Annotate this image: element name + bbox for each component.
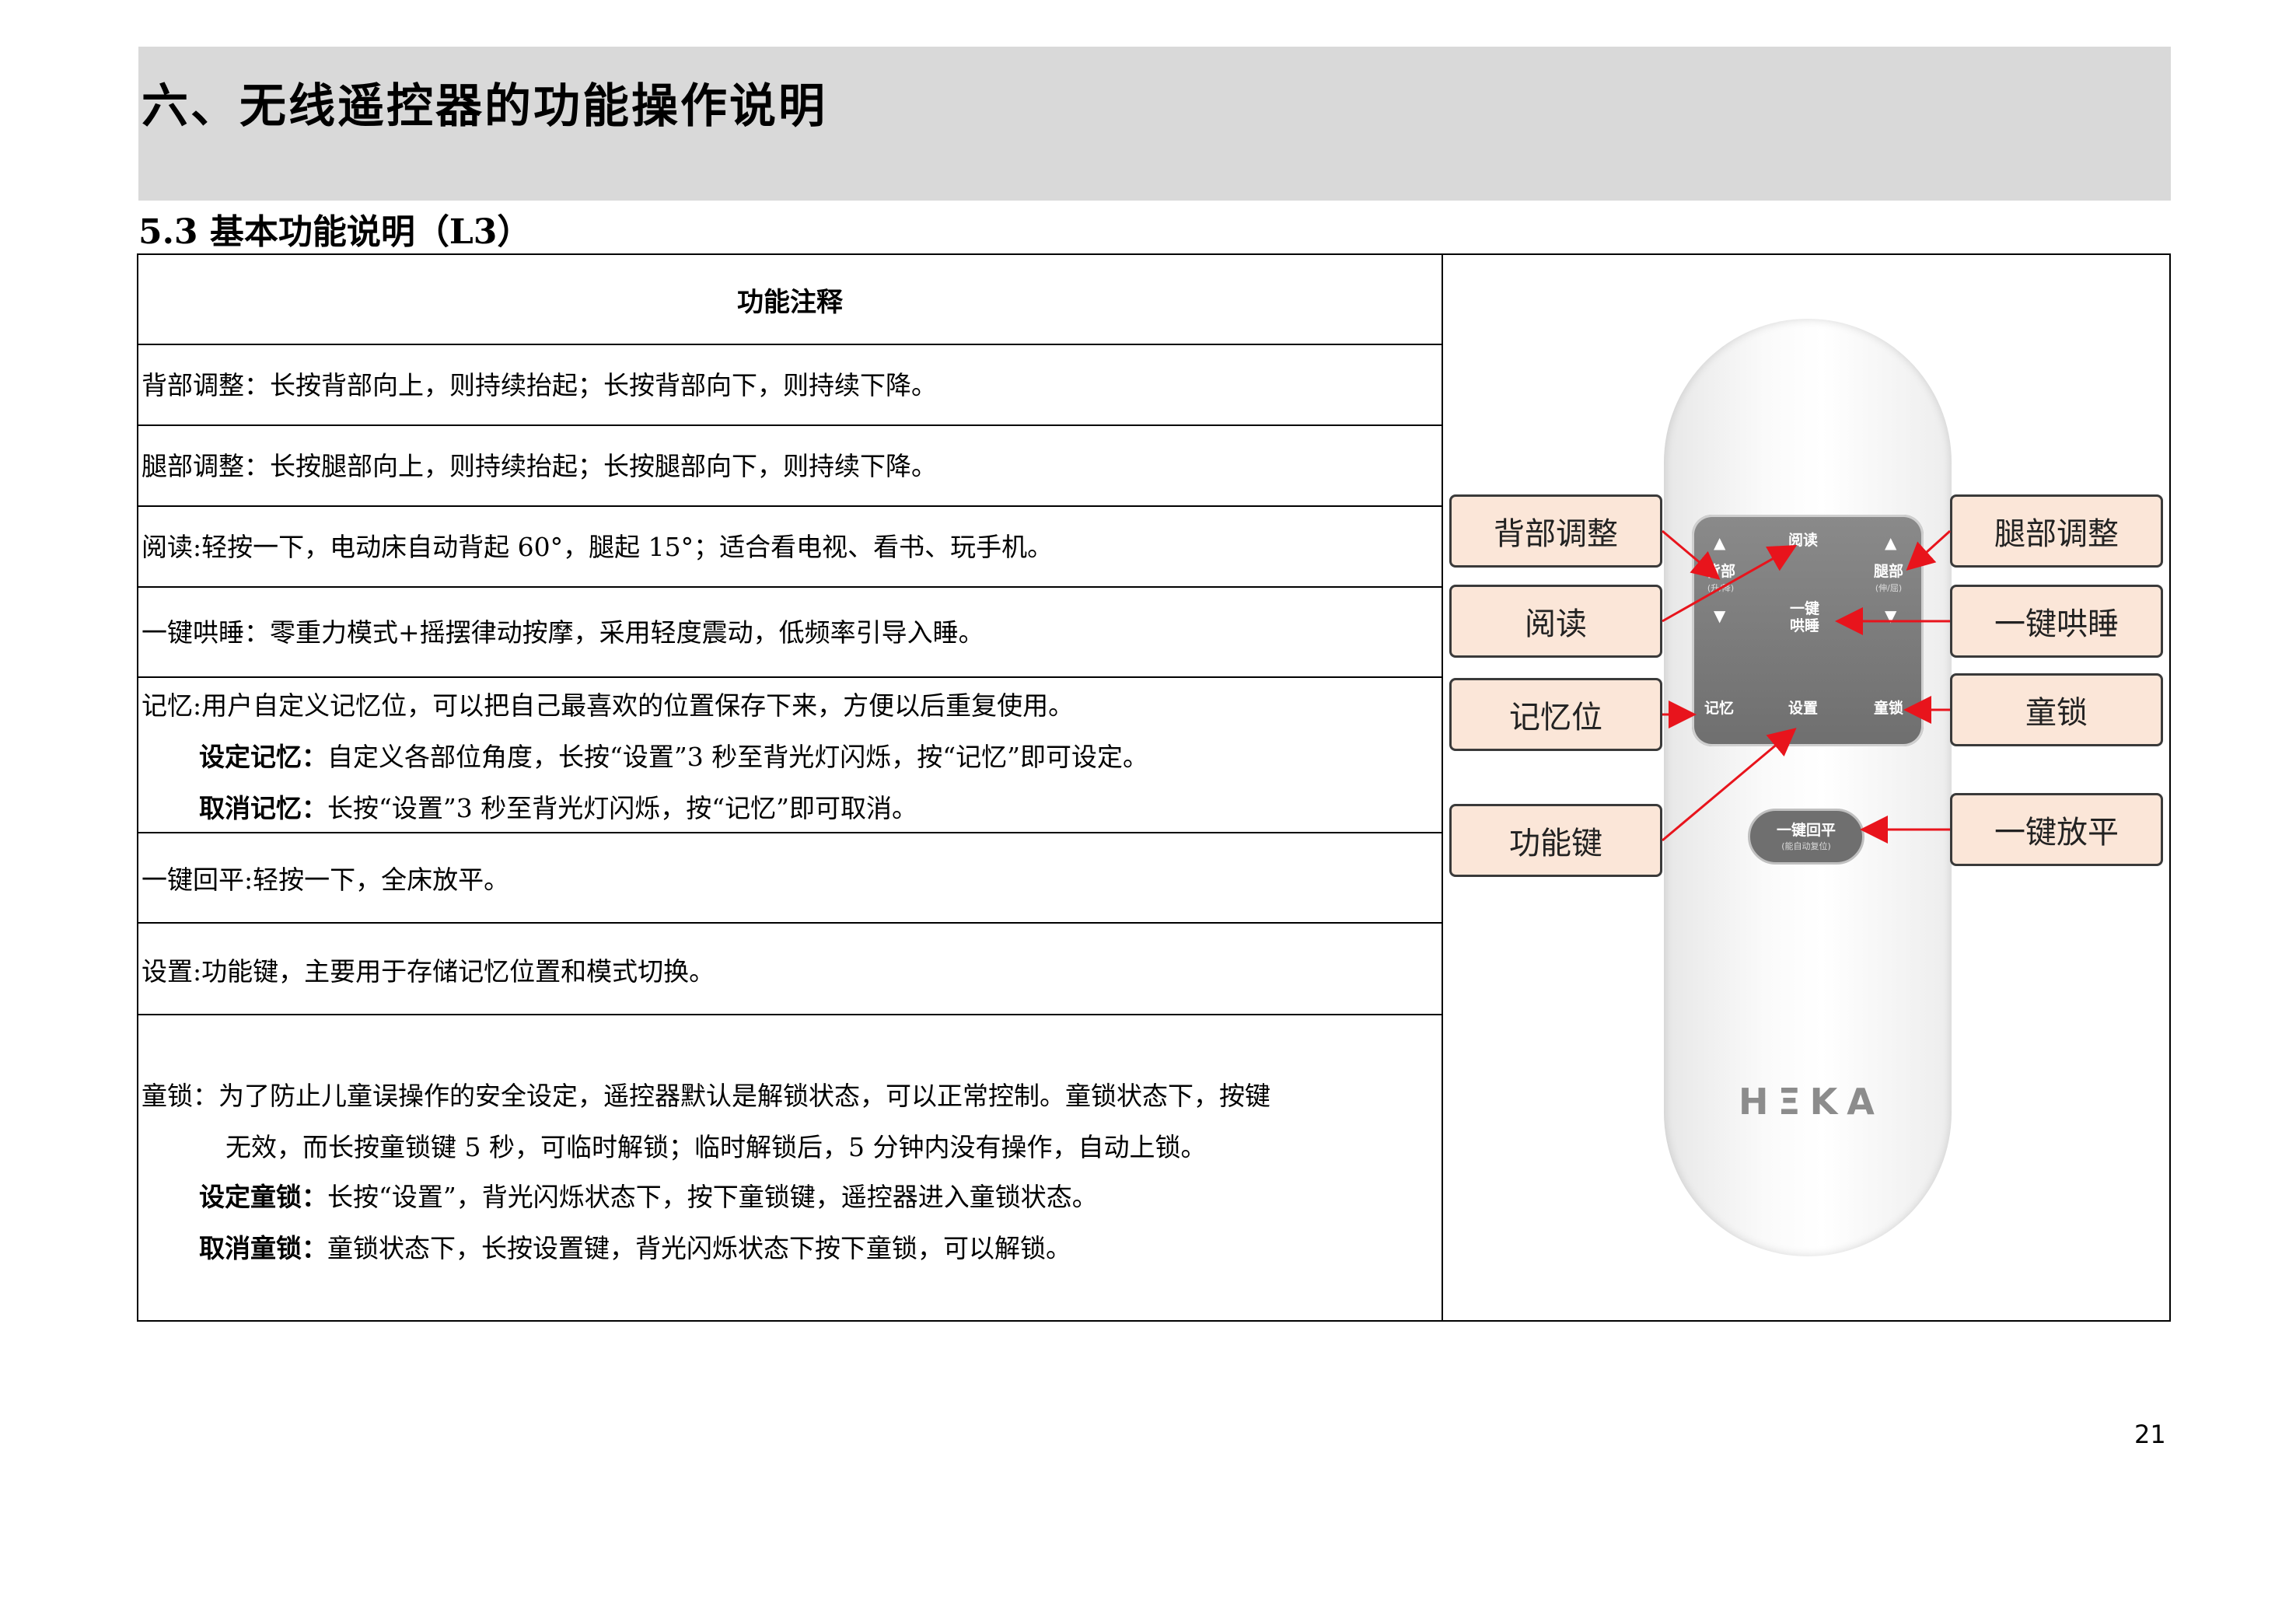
remote-sleep-line1: 一键 — [1790, 600, 1820, 617]
remote-flat-sub: (能自动复位) — [1781, 841, 1831, 851]
row-read: 阅读:轻按一下，电动床自动背起 60°，腿起 15°；适合看电视、看书、玩手机。 — [142, 532, 1054, 562]
arrow-back-adjust — [1662, 529, 1721, 580]
table-row-divider — [137, 424, 1443, 426]
table-row-divider — [137, 922, 1443, 924]
remote-leg-label: 腿部 (伸/屈) — [1874, 563, 1903, 597]
lock-cancel-label: 取消童锁： — [199, 1233, 327, 1263]
table-row-divider — [137, 676, 1443, 678]
table-row-divider — [137, 832, 1443, 833]
row-child-lock: 童锁：为了防止儿童误操作的安全设定，遥控器默认是解锁状态，可以正常控制。童锁状态… — [142, 1081, 1270, 1111]
callout-back-adjust: 背部调整 — [1449, 494, 1662, 568]
remote-control-image — [1664, 319, 1952, 1256]
lock-set-text: 长按“设置”，背光闪烁状态下，按下童锁键，遥控器进入童锁状态。 — [327, 1182, 1098, 1212]
leg-up-arrow-icon: ▲ — [1885, 533, 1897, 552]
back-up-arrow-icon: ▲ — [1714, 533, 1726, 552]
row-leg-adjust: 腿部调整：长按腿部向上，则持续抬起；长按腿部向下，则持续下降。 — [142, 451, 937, 481]
row-memory-set: 设定记忆：自定义各部位角度，长按“设置”3 秒至背光灯闪烁，按“记忆”即可设定。 — [199, 742, 1148, 773]
arrow-read — [1662, 545, 1798, 623]
back-down-arrow-icon: ▼ — [1714, 606, 1726, 625]
remote-leg-sub: (伸/屈) — [1875, 583, 1903, 593]
row-child-lock-cancel: 取消童锁：童锁状态下，长按设置键，背光闪烁状态下按下童锁，可以解锁。 — [199, 1233, 1071, 1264]
table-row-divider — [137, 586, 1443, 588]
remote-flat-button: 一键回平 (能自动复位) — [1748, 809, 1864, 865]
arrow-leg-adjust — [1906, 529, 1952, 571]
remote-settings-label: 设置 — [1788, 700, 1819, 717]
section-title: 六、无线遥控器的功能操作说明 — [142, 79, 827, 134]
callout-leg-adjust: 腿部调整 — [1950, 494, 2163, 568]
row-sleep: 一键哄睡：零重力模式+摇摆律动按摩，采用轻度震动，低频率引导入睡。 — [142, 617, 984, 648]
page-number: 21 — [2134, 1420, 2166, 1449]
row-child-lock-line2: 无效，而长按童锁键 5 秒，可临时解锁；临时解锁后，5 分钟内没有操作，自动上锁… — [225, 1132, 1207, 1162]
row-back-adjust: 背部调整：长按背部向上，则持续抬起；长按背部向下，则持续下降。 — [142, 370, 937, 400]
section-header-band — [138, 47, 2171, 201]
row-flat: 一键回平:轻按一下，全床放平。 — [142, 865, 510, 895]
memory-set-label: 设定记忆： — [199, 742, 327, 772]
row-memory: 记忆:用户自定义记忆位，可以把自己最喜欢的位置保存下来，方便以后重复使用。 — [142, 690, 1075, 721]
remote-memory-label: 记忆 — [1704, 700, 1735, 717]
table-row-divider — [137, 344, 1443, 345]
row-memory-cancel: 取消记忆：长按“设置”3 秒至背光灯闪烁，按“记忆”即可取消。 — [199, 793, 917, 824]
remote-lock-label: 童锁 — [1874, 700, 1904, 717]
remote-read-label: 阅读 — [1788, 532, 1819, 549]
table-row-divider — [137, 1014, 1443, 1015]
arrow-function-key — [1662, 728, 1797, 842]
remote-sleep-label: 一键哄睡 — [1790, 600, 1819, 634]
callout-memory: 记忆位 — [1449, 678, 1662, 751]
table-header: 功能注释 — [737, 286, 843, 318]
table-row-divider — [137, 505, 1443, 507]
function-table — [137, 253, 2171, 1322]
callout-flat: 一键放平 — [1950, 793, 2163, 866]
callout-function-key: 功能键 — [1449, 804, 1662, 877]
lock-set-label: 设定童锁： — [199, 1182, 327, 1212]
callout-child-lock: 童锁 — [1950, 673, 2163, 746]
memory-cancel-label: 取消记忆： — [199, 793, 327, 823]
callout-sleep: 一键哄睡 — [1950, 585, 2163, 658]
row-child-lock-set: 设定童锁：长按“设置”，背光闪烁状态下，按下童锁键，遥控器进入童锁状态。 — [199, 1182, 1098, 1213]
remote-leg-text: 腿部 — [1874, 563, 1904, 580]
sub-title: 5.3 基本功能说明（L3） — [138, 212, 532, 252]
remote-flat-label: 一键回平 — [1776, 822, 1836, 839]
lock-cancel-text: 童锁状态下，长按设置键，背光闪烁状态下按下童锁，可以解锁。 — [327, 1233, 1071, 1263]
remote-button-panel — [1692, 515, 1924, 746]
memory-cancel-text: 长按“设置”3 秒至背光灯闪烁，按“记忆”即可取消。 — [327, 793, 917, 823]
table-column-divider — [1442, 253, 1443, 1322]
remote-sleep-line2: 哄睡 — [1790, 617, 1820, 634]
brand-logo: HΞKA — [1739, 1081, 1884, 1123]
callout-read: 阅读 — [1449, 585, 1662, 658]
memory-set-text: 自定义各部位角度，长按“设置”3 秒至背光灯闪烁，按“记忆”即可设定。 — [327, 742, 1148, 772]
row-settings: 设置:功能键，主要用于存储记忆位置和模式切换。 — [142, 956, 715, 987]
